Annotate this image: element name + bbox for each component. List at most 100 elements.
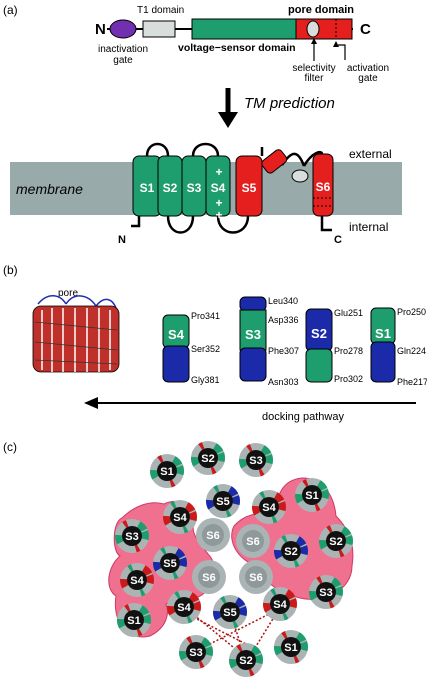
docking-pathway-label: docking pathway — [262, 411, 344, 423]
helix-wheel: S4 — [252, 490, 286, 524]
panel-c-label: (c) — [3, 440, 17, 454]
membrane-label: membrane — [16, 181, 83, 197]
helix-wheel-label: S4 — [173, 512, 187, 524]
s4-mid-residue: Ser352 — [191, 344, 220, 354]
s3-upper-residue: Asp336 — [268, 315, 299, 325]
helix-wheel-label: S1 — [160, 466, 173, 478]
helix-wheel: S6 — [192, 560, 226, 594]
helix-s4-label: S4 — [211, 181, 226, 195]
loop-s3-s4 — [191, 142, 220, 157]
s1-bottom-residue: Phe217 — [397, 377, 427, 387]
docking-pathway-arrowhead — [84, 397, 98, 409]
helix-wheel-label: S1 — [284, 642, 297, 654]
s2-bottom-residue: Pro302 — [334, 374, 363, 384]
segment-s2: S2 — [305, 308, 333, 383]
helix-s3: S3 — [181, 155, 207, 217]
helix-wheel-label: S6 — [202, 572, 215, 584]
s2-mid-residue: Pro278 — [334, 346, 363, 356]
activation-gate-arrow — [338, 44, 346, 60]
loop-s2-s3 — [166, 215, 195, 234]
c-terminus-label: C — [360, 21, 371, 38]
segment-s2-label: S2 — [311, 326, 327, 341]
charge-2: + — [215, 196, 222, 210]
helix-wheel-label: S1 — [127, 615, 140, 627]
helix-wheel: S5 — [213, 595, 247, 629]
pore-domain-box — [295, 18, 353, 40]
s4-top-residue: Pro341 — [191, 311, 220, 321]
helix-wheel-label: S6 — [249, 572, 262, 584]
helix-s2: S2 — [157, 155, 183, 217]
selectivity-filter-topology — [291, 169, 309, 183]
panel-a-label: (a) — [3, 3, 18, 17]
voltage-sensor-domain-box — [191, 18, 297, 40]
activation-gate-label-line1: activation — [347, 63, 389, 74]
helix-wheel-label: S3 — [249, 455, 262, 467]
helix-wheel: S4 — [163, 500, 197, 534]
helix-wheel-label: S5 — [223, 607, 236, 619]
helix-wheel: S4 — [262, 587, 297, 621]
s3-top-residue: Leu340 — [268, 296, 298, 306]
selectivity-filter-label-line1: selectivity — [292, 63, 335, 74]
helix-wheel-label: S4 — [177, 602, 191, 614]
topology-n-label: N — [118, 234, 126, 246]
panel-b-label: (b) — [3, 263, 18, 277]
helix-wheel: S5 — [153, 546, 187, 580]
helix-wheel: S6 — [236, 524, 270, 558]
segment-s1-label: S1 — [375, 326, 391, 341]
helix-wheel-label: S3 — [189, 647, 202, 659]
s1-top-residue: Pro250 — [397, 307, 426, 317]
helix-s4: + S4 + + — [205, 155, 231, 222]
helix-wheel-label: S4 — [130, 575, 144, 587]
helix-s1-label: S1 — [140, 181, 155, 195]
helix-wheel-label: S5 — [216, 496, 229, 508]
helix-wheel-label: S6 — [246, 536, 259, 548]
helix-s2-label: S2 — [163, 181, 178, 195]
helix-wheel-label: S1 — [305, 490, 318, 502]
loop-s1-s2 — [145, 142, 170, 157]
loop-to-s6 — [302, 150, 324, 167]
helix-wheel: S2 — [229, 643, 263, 677]
segment-s4-label: S4 — [168, 327, 185, 342]
helix-s5-label: S5 — [242, 181, 257, 195]
tm-prediction-arrowhead — [218, 112, 238, 128]
helix-wheel: S1 — [295, 478, 329, 512]
charge-1: + — [215, 165, 222, 179]
internal-label: internal — [349, 220, 388, 234]
helix-wheel-label: S3 — [319, 587, 332, 599]
segment-s3: S3 — [239, 296, 267, 382]
external-label: external — [349, 147, 392, 161]
activation-gate-label-line2: gate — [358, 73, 378, 84]
charge-3: + — [215, 208, 222, 222]
helix-wheel: S6 — [196, 518, 230, 552]
t1-domain-label: T1 domain — [137, 5, 184, 16]
helix-wheel-label: S6 — [206, 530, 219, 542]
helix-wheel-label: S2 — [284, 546, 297, 558]
voltage-sensor-domain-label: voltage−sensor domain — [178, 42, 296, 54]
helix-wheel-label: S2 — [329, 536, 342, 548]
helix-wheel-label: S2 — [201, 453, 214, 465]
helix-wheel-label: S5 — [163, 558, 176, 570]
selectivity-filter-shape — [306, 20, 320, 38]
topology-n-tail — [131, 214, 141, 228]
helix-wheel: S6 — [239, 560, 273, 594]
inactivation-gate-shape — [109, 19, 137, 39]
topology-c-tail — [320, 216, 332, 232]
helix-wheel: S3 — [309, 575, 344, 609]
helix-wheel: S1 — [117, 603, 151, 637]
selectivity-filter-arrowhead — [311, 38, 317, 44]
helix-wheel: S2 — [191, 441, 225, 475]
helix-wheel: S1 — [274, 630, 308, 664]
selectivity-filter-label-line2: filter — [305, 73, 325, 84]
helix-wheel: S3 — [239, 443, 273, 477]
helix-s5: S5 — [235, 155, 263, 217]
helix-wheel-label: S4 — [262, 502, 276, 514]
helix-s1: S1 — [132, 155, 162, 217]
topology-c-label: C — [334, 234, 342, 246]
segment-s3-label: S3 — [245, 327, 261, 342]
inactivation-gate-label-line2: gate — [113, 55, 133, 66]
helix-wheel-label: S3 — [125, 531, 138, 543]
s1-mid-residue: Gln224 — [397, 346, 426, 356]
helix-s6-label: S6 — [316, 180, 331, 194]
s4-bottom-residue: Gly381 — [191, 375, 220, 385]
